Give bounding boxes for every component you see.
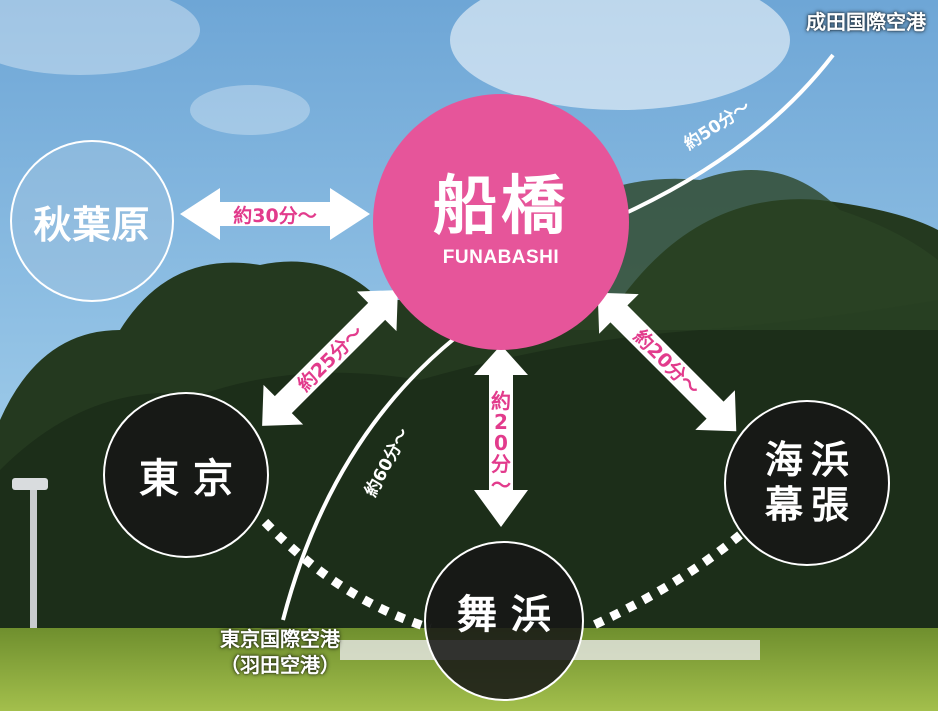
arrow-akihabara (180, 188, 370, 240)
narita-airport-label: 成田国際空港 (806, 10, 926, 34)
arrow-kaihin (597, 292, 737, 432)
time-label-maihama-char: 分 (491, 452, 511, 476)
tokyo-label: 東京 (139, 456, 247, 502)
time-label-maihama-char: ～ (491, 473, 511, 497)
haneda-airport-label: 東京国際空港 （羽田空港） (160, 626, 400, 678)
time-label-maihama-char: 0 (494, 431, 508, 455)
time-label-akihabara: 約30分～ (233, 204, 316, 227)
akihabara-label: 秋葉原 (33, 202, 151, 247)
arrow-tokyo (262, 290, 398, 426)
narita-line (627, 53, 835, 214)
haneda-airport-line2: （羽田空港） (220, 653, 340, 677)
node-akihabara: 秋葉原 (10, 140, 174, 302)
time-label-maihama-char: 2 (494, 410, 508, 434)
kaihin-label-line2: 幕張 (764, 483, 857, 527)
hub-romaji: FUNABASHI (442, 247, 560, 268)
node-kaihin-makuhari: 海浜 幕張 (724, 400, 890, 566)
maihama-kaihin-dotted-line (592, 531, 743, 630)
maihama-label: 舞浜 (457, 592, 565, 638)
arrow-maihama (474, 345, 528, 527)
tokyo-maihama-dotted-line (261, 518, 432, 633)
hub-name: 船橋 (433, 170, 569, 244)
haneda-line (281, 336, 457, 621)
time-label-maihama: 約20分～ (491, 389, 511, 497)
node-tokyo: 東京 (103, 392, 269, 558)
hub-funabashi: 船橋 FUNABASHI (373, 94, 629, 350)
haneda-airport-line1: 東京国際空港 (220, 627, 340, 651)
kaihin-label-line1: 海浜 (764, 438, 857, 483)
node-maihama: 舞浜 (424, 541, 584, 701)
time-label-maihama-char: 約 (491, 389, 511, 413)
